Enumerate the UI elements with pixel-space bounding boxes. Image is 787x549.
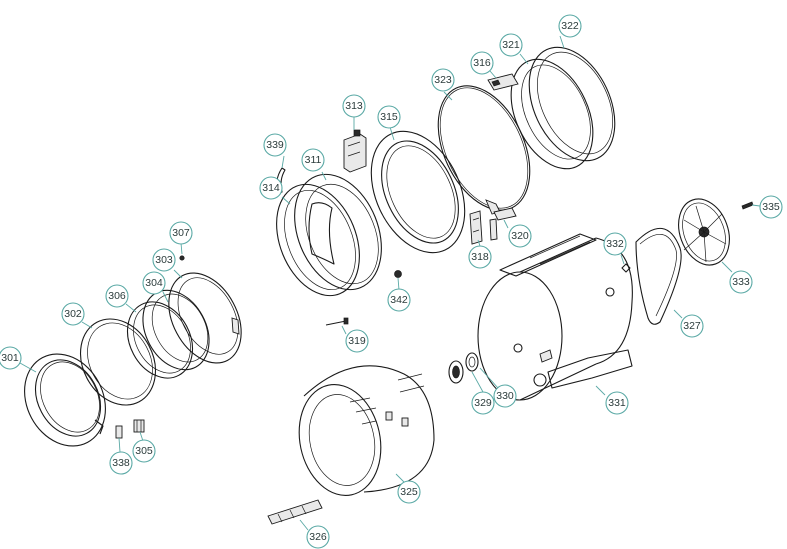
part-321-tub-rear <box>510 58 594 170</box>
callout-342: 342 <box>387 288 411 312</box>
callout-327: 327 <box>680 314 704 338</box>
svg-text:311: 311 <box>305 154 322 166</box>
part-327-belt <box>635 227 682 325</box>
part-338-clip <box>115 425 123 439</box>
callout-303: 303 <box>152 248 176 272</box>
callout-323: 323 <box>431 68 455 92</box>
svg-text:303: 303 <box>155 254 173 266</box>
callout-315: 315 <box>377 105 401 129</box>
part-301-door-frame <box>24 353 106 447</box>
part-318-bracket <box>469 210 483 245</box>
callout-304: 304 <box>142 271 166 295</box>
part-304-door-bowl <box>142 289 210 371</box>
part-333-pulley <box>678 198 730 266</box>
svg-text:331: 331 <box>608 397 626 409</box>
callout-338: 338 <box>109 451 133 475</box>
svg-text:332: 332 <box>606 238 624 250</box>
svg-text:339: 339 <box>266 139 284 151</box>
svg-text:315: 315 <box>380 111 398 123</box>
callout-332: 332 <box>603 232 627 256</box>
part-331-tub-body <box>477 233 633 401</box>
callout-339: 339 <box>263 133 287 157</box>
part-322-tub-rear-ring <box>528 46 616 162</box>
callout-329: 329 <box>471 391 495 415</box>
part-330-seal <box>465 352 479 372</box>
svg-text:304: 304 <box>145 277 163 289</box>
svg-text:318: 318 <box>471 251 489 263</box>
svg-text:323: 323 <box>434 74 452 86</box>
part-311-gasket-ring <box>294 173 382 291</box>
svg-text:319: 319 <box>348 335 366 347</box>
part-323-clamp-band <box>437 85 531 215</box>
part-302-door-glass <box>80 318 156 406</box>
svg-text:342: 342 <box>390 294 408 306</box>
svg-text:305: 305 <box>135 445 153 457</box>
svg-text:313: 313 <box>345 100 363 112</box>
svg-text:326: 326 <box>309 531 327 543</box>
part-316-clip <box>487 73 519 91</box>
callout-325: 325 <box>397 480 421 504</box>
callout-333: 333 <box>729 270 753 294</box>
svg-text:316: 316 <box>473 57 491 69</box>
svg-text:333: 333 <box>732 276 750 288</box>
svg-text:301: 301 <box>1 352 19 364</box>
svg-text:320: 320 <box>511 230 529 242</box>
callout-314: 314 <box>259 176 283 200</box>
part-313-bracket <box>343 129 367 173</box>
callout-322: 322 <box>558 14 582 38</box>
leader-lines <box>19 35 761 531</box>
callout-321: 321 <box>499 33 523 57</box>
part-315-tub-front <box>370 130 466 254</box>
part-325-drum <box>298 365 435 496</box>
callout-313: 313 <box>342 94 366 118</box>
callout-302: 302 <box>61 302 85 326</box>
svg-text:330: 330 <box>496 390 514 402</box>
callout-305: 305 <box>132 439 156 463</box>
callout-326: 326 <box>306 525 330 549</box>
part-342-nut <box>394 270 402 278</box>
svg-text:322: 322 <box>561 20 579 32</box>
svg-text:329: 329 <box>474 397 492 409</box>
svg-text:307: 307 <box>172 227 190 239</box>
part-303-door-ring <box>168 272 242 364</box>
callout-311: 311 <box>301 148 325 172</box>
part-326-lifter <box>267 499 323 525</box>
callout-320: 320 <box>508 224 532 248</box>
svg-text:321: 321 <box>502 39 520 51</box>
part-329-bearing <box>448 360 464 384</box>
callout-307: 307 <box>169 221 193 245</box>
part-319-bolt <box>325 317 349 326</box>
callout-330: 330 <box>493 384 517 408</box>
part-335-screw <box>741 201 754 210</box>
callout-318: 318 <box>468 245 492 269</box>
callout-306: 306 <box>105 284 129 308</box>
callout-319: 319 <box>345 329 369 353</box>
svg-text:327: 327 <box>683 320 701 332</box>
callout-316: 316 <box>470 51 494 75</box>
part-307-screw <box>179 255 185 261</box>
svg-text:314: 314 <box>262 182 280 194</box>
svg-text:302: 302 <box>64 308 82 320</box>
part-332-fitting <box>621 263 631 273</box>
svg-text:338: 338 <box>112 457 130 469</box>
svg-text:306: 306 <box>108 290 126 302</box>
svg-text:325: 325 <box>400 486 418 498</box>
part-305-latch <box>133 419 145 433</box>
svg-text:335: 335 <box>762 201 780 213</box>
part-320-bracket <box>489 207 517 241</box>
part-339-clip <box>276 167 286 195</box>
callout-301: 301 <box>0 346 22 370</box>
callout-331: 331 <box>605 391 629 415</box>
callout-335: 335 <box>759 195 783 219</box>
